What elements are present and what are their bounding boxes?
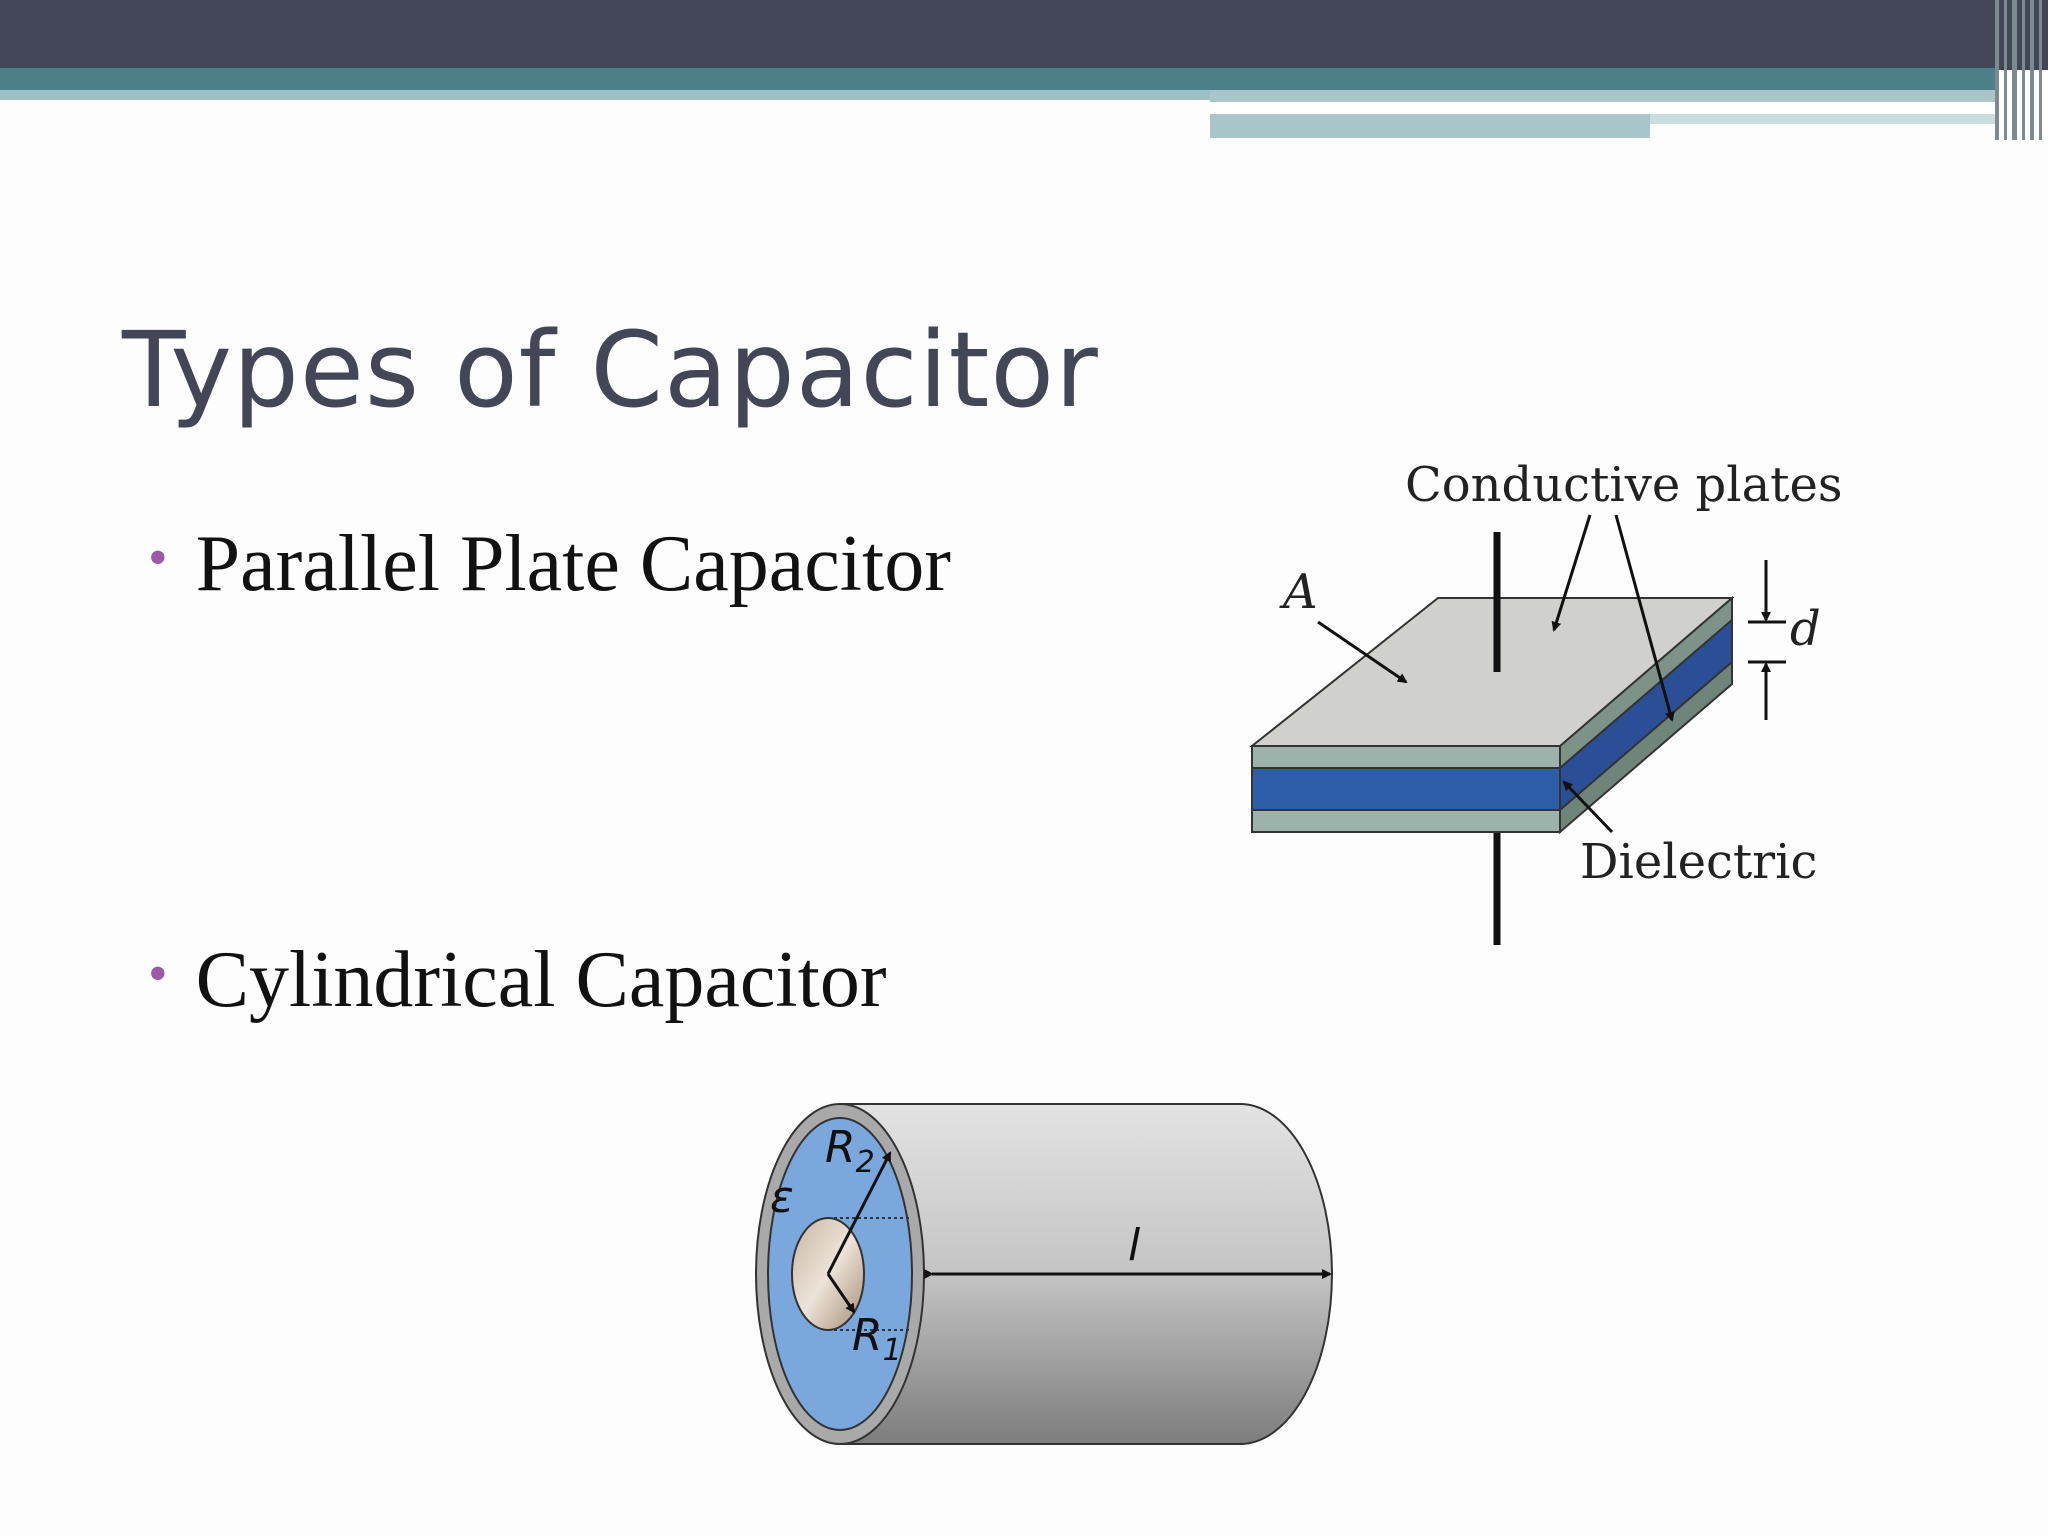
slide-title: Types of Capacitor [122, 309, 1099, 431]
header-band-right-a [1210, 90, 1995, 102]
header-stripe [2039, 0, 2042, 140]
bullet-text: Cylindrical Capacitor [195, 936, 887, 1024]
plate-front-bottom [1251, 809, 1561, 833]
bullet-marker: • [148, 527, 168, 589]
label-permittivity: ε [770, 1172, 794, 1223]
label-inner-radius-sub: 1 [883, 1333, 902, 1368]
label-conductive-plates: Conductive plates [1405, 457, 1843, 513]
label-area: A [1279, 564, 1318, 620]
bullet-text: Parallel Plate Capacitor [195, 520, 951, 608]
label-length: l [1128, 1220, 1141, 1271]
label-inner-radius: R1 [852, 1310, 902, 1368]
header-band-right-c [1210, 114, 1650, 138]
bullet-item: •Cylindrical Capacitor [148, 940, 887, 1020]
header-band-light [0, 90, 1210, 100]
header-band-teal [0, 68, 1995, 90]
plates-arrow-bottom [1614, 514, 1675, 722]
label-outer-radius-letter: R [825, 1122, 856, 1173]
label-inner-radius-letter: R [852, 1310, 883, 1361]
dielectric-front [1251, 767, 1561, 811]
inner-radius-arrow [826, 1273, 856, 1314]
parallel-plate-diagram: Conductive plates A d Dielectric [1249, 457, 1843, 945]
bullet-marker: • [148, 943, 168, 1005]
header-stripe [2004, 0, 2007, 140]
header-stripe [2030, 0, 2034, 140]
label-outer-radius: R2 [825, 1122, 875, 1180]
plates-arrow-top [1551, 514, 1592, 632]
label-outer-radius-sub: 2 [856, 1145, 875, 1180]
header-stripe [1995, 0, 1999, 140]
label-dielectric: Dielectric [1580, 834, 1817, 890]
header-band-right-b [1210, 102, 1995, 114]
plate-top-face [1249, 597, 1735, 747]
header-bar [0, 0, 2048, 70]
header-stripe [2012, 0, 2017, 140]
bullet-item: •Parallel Plate Capacitor [148, 524, 951, 604]
header-stripe [2022, 0, 2025, 140]
label-distance: d [1790, 601, 1821, 657]
cylindrical-diagram: ε R2 R1 l [755, 1103, 1333, 1445]
dielectric-arrow [1562, 780, 1614, 834]
outer-radius-arrow [826, 1151, 892, 1275]
area-arrow [1317, 620, 1408, 684]
header-band-right-d [1650, 114, 1995, 124]
plate-front-top [1251, 745, 1561, 769]
